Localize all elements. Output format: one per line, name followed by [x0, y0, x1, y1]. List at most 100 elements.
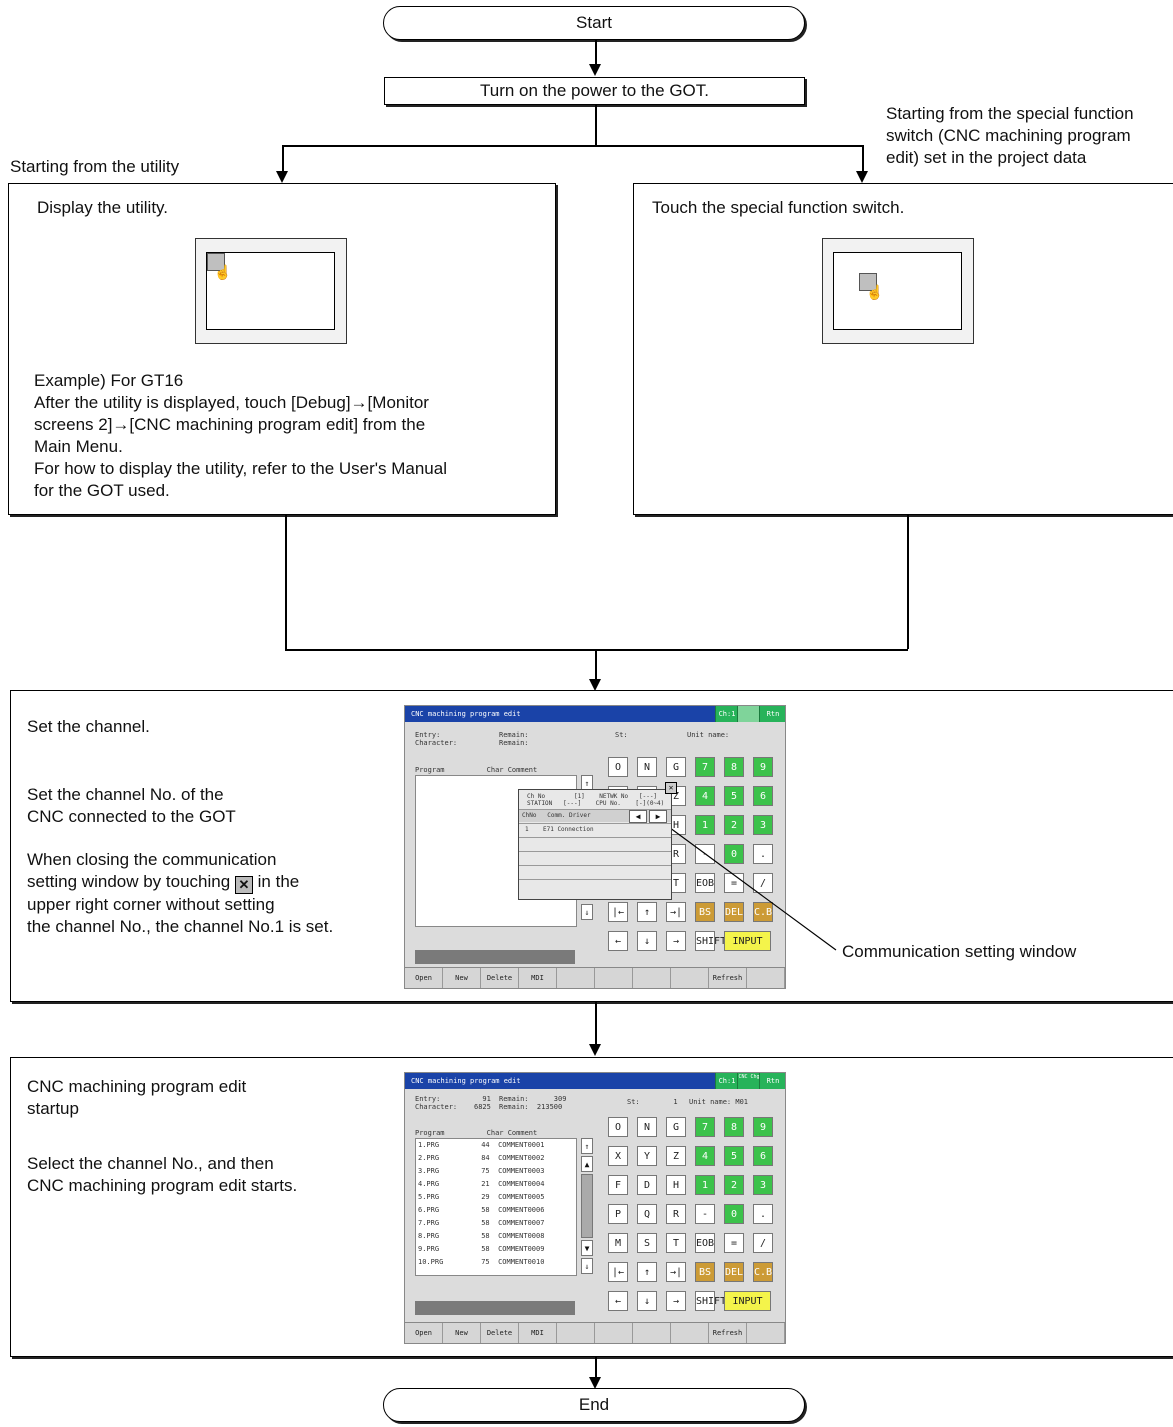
key-bs[interactable]: BS — [695, 902, 715, 922]
cnc-change-button[interactable]: CNC Chg — [737, 1073, 760, 1089]
key-bs[interactable]: BS — [695, 1262, 715, 1282]
key-p[interactable]: P — [608, 1204, 628, 1224]
key-m[interactable]: M — [608, 1233, 628, 1253]
key-sym[interactable]: →| — [666, 902, 686, 922]
fkey-new[interactable]: New — [443, 968, 481, 988]
channel-button[interactable]: Ch:1 — [715, 1073, 738, 1089]
key-o[interactable]: O — [608, 1117, 628, 1137]
fkey-blank[interactable] — [633, 968, 671, 988]
key-del[interactable]: DEL — [724, 902, 744, 922]
return-button[interactable]: Rtn — [759, 1073, 785, 1089]
key-c-b[interactable]: C.B — [753, 902, 773, 922]
program-row[interactable]: 2.PRG 84 COMMENT0002 — [418, 1154, 545, 1162]
key-g[interactable]: G — [666, 1117, 686, 1137]
key-0[interactable]: 0 — [724, 1204, 744, 1224]
fkey-open[interactable]: Open — [405, 968, 443, 988]
key-sym[interactable]: ↓ — [637, 931, 657, 951]
fkey-mdi[interactable]: MDI — [519, 1323, 557, 1343]
key-sym[interactable]: ← — [608, 931, 628, 951]
close-x-icon[interactable]: ✕ — [665, 782, 677, 794]
scroll-top-button[interactable]: ⇑ — [581, 1138, 593, 1154]
key-3[interactable]: 3 — [753, 815, 773, 835]
key-c-b[interactable]: C.B — [753, 1262, 773, 1282]
key-sym[interactable]: → — [666, 1291, 686, 1311]
return-button[interactable]: Rtn — [759, 706, 785, 722]
key-eob[interactable]: EOB — [695, 873, 715, 893]
key-s[interactable]: S — [637, 1233, 657, 1253]
key-1[interactable]: 1 — [695, 1175, 715, 1195]
channel-button[interactable]: Ch:1 — [715, 706, 738, 722]
program-list[interactable]: 1.PRG 44 COMMENT0001 2.PRG 84 COMMENT000… — [415, 1138, 577, 1276]
key-o[interactable]: O — [608, 757, 628, 777]
program-row[interactable]: 5.PRG 29 COMMENT0005 — [418, 1193, 545, 1201]
program-row[interactable]: 6.PRG 58 COMMENT0006 — [418, 1206, 545, 1214]
key-sym[interactable]: →| — [666, 1262, 686, 1282]
program-row[interactable]: 1.PRG 44 COMMENT0001 — [418, 1141, 545, 1149]
key-4[interactable]: 4 — [695, 786, 715, 806]
key-sym[interactable]: . — [753, 844, 773, 864]
key-sym[interactable]: → — [666, 931, 686, 951]
key-0[interactable]: 0 — [724, 844, 744, 864]
key-8[interactable]: 8 — [724, 757, 744, 777]
key-sym[interactable]: / — [753, 1233, 773, 1253]
key-shift[interactable]: SHIFT — [695, 1291, 726, 1311]
key-sym[interactable]: ↑ — [637, 902, 657, 922]
key-eob[interactable]: EOB — [695, 1233, 715, 1253]
key-t[interactable]: T — [666, 1233, 686, 1253]
key-4[interactable]: 4 — [695, 1146, 715, 1166]
program-row[interactable]: 3.PRG 75 COMMENT0003 — [418, 1167, 545, 1175]
key-sym[interactable]: / — [753, 873, 773, 893]
fkey-blank[interactable] — [671, 968, 709, 988]
key-9[interactable]: 9 — [753, 757, 773, 777]
scrollbar-track[interactable] — [581, 1174, 593, 1238]
key-y[interactable]: Y — [637, 1146, 657, 1166]
next-arrow-icon[interactable]: ▶ — [649, 810, 667, 823]
key-shift[interactable]: SHIFT — [695, 931, 726, 951]
fkey-refresh[interactable]: Refresh — [709, 1323, 747, 1343]
fkey-refresh[interactable]: Refresh — [709, 968, 747, 988]
key-6[interactable]: 6 — [753, 1146, 773, 1166]
comm-row[interactable] — [519, 865, 671, 878]
key-x[interactable]: X — [608, 1146, 628, 1166]
key-input[interactable]: INPUT — [724, 1291, 771, 1311]
fkey-mdi[interactable]: MDI — [519, 968, 557, 988]
key-sym[interactable]: - — [695, 1204, 715, 1224]
key-f[interactable]: F — [608, 1175, 628, 1195]
program-row[interactable]: 10.PRG 75 COMMENT0010 — [418, 1258, 545, 1266]
key-d[interactable]: D — [637, 1175, 657, 1195]
fkey-blank[interactable] — [633, 1323, 671, 1343]
key-r[interactable]: R — [666, 1204, 686, 1224]
key-sym[interactable]: ← — [608, 1291, 628, 1311]
fkey-blank[interactable] — [557, 968, 595, 988]
key-sym[interactable]: ↑ — [637, 1262, 657, 1282]
key-8[interactable]: 8 — [724, 1117, 744, 1137]
key-sym[interactable]: . — [753, 1204, 773, 1224]
scroll-up-button[interactable]: ▲ — [581, 1156, 593, 1172]
key-q[interactable]: Q — [637, 1204, 657, 1224]
key-h[interactable]: H — [666, 1175, 686, 1195]
comm-row[interactable]: 1 E71 Connection — [519, 823, 671, 836]
key-sym[interactable]: ↓ — [637, 1291, 657, 1311]
fkey-blank[interactable] — [595, 1323, 633, 1343]
comm-row[interactable] — [519, 879, 671, 892]
fkey-new[interactable]: New — [443, 1323, 481, 1343]
comm-row[interactable] — [519, 837, 671, 850]
prev-arrow-icon[interactable]: ◀ — [629, 810, 647, 823]
key-5[interactable]: 5 — [724, 786, 744, 806]
scroll-bottom-button[interactable]: ⇓ — [581, 904, 593, 920]
key-sym[interactable]: |← — [608, 1262, 628, 1282]
fkey-open[interactable]: Open — [405, 1323, 443, 1343]
fkey-blank[interactable] — [557, 1323, 595, 1343]
fkey-delete[interactable]: Delete — [481, 968, 519, 988]
comm-row[interactable] — [519, 851, 671, 864]
fkey-blank[interactable] — [595, 968, 633, 988]
scroll-bottom-button[interactable]: ⇓ — [581, 1258, 593, 1274]
fkey-blank[interactable] — [671, 1323, 709, 1343]
scroll-down-button[interactable]: ▼ — [581, 1240, 593, 1256]
program-row[interactable]: 9.PRG 58 COMMENT0009 — [418, 1245, 545, 1253]
key-7[interactable]: 7 — [695, 757, 715, 777]
key-g[interactable]: G — [666, 757, 686, 777]
fkey-delete[interactable]: Delete — [481, 1323, 519, 1343]
key-n[interactable]: N — [637, 757, 657, 777]
key-6[interactable]: 6 — [753, 786, 773, 806]
